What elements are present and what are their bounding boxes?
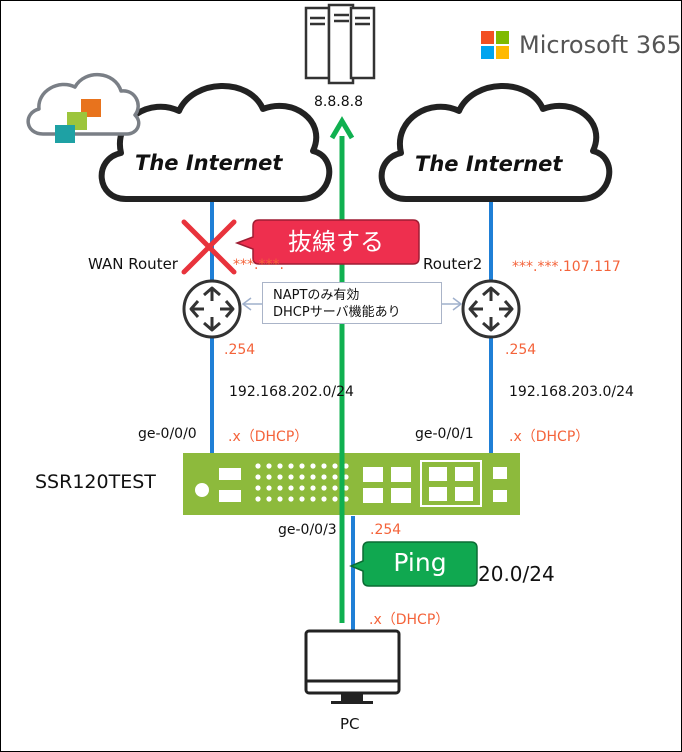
ping-callout-shape: [349, 541, 478, 587]
ssr-name: SSR120TEST: [35, 471, 156, 493]
cloud-icon: [98, 83, 333, 202]
ssr-port-dot: [266, 474, 272, 480]
ssr-port-dot: [343, 496, 349, 502]
ssr-port-dot: [277, 474, 283, 480]
port-ge-0-0-3-addr: .254: [370, 522, 402, 538]
ssr-device-icon: [183, 453, 520, 515]
ping-arrow: [329, 116, 355, 623]
cloud-label-left: The Internet: [135, 151, 283, 175]
microsoft-logo-icon: [481, 31, 509, 59]
napt-line-1: NAPTのみ有効: [273, 288, 360, 303]
ssr-port-dot: [343, 463, 349, 469]
ssr-port-dot: [321, 474, 327, 480]
cloud-icon: [378, 83, 613, 202]
port-ge-0-0-1-addr: .x（DHCP）: [509, 429, 590, 445]
router2-label: Router2: [423, 255, 483, 273]
ssr-port-dot: [255, 474, 261, 480]
ssr-port-dot: [299, 485, 305, 491]
unplug-callout: 抜線する: [288, 228, 384, 256]
pc-addr: .x（DHCP）: [369, 612, 450, 628]
port-ge-0-0-0-name: ge-0/0/0: [138, 426, 197, 442]
ssr-port-dot: [255, 463, 261, 469]
ssr-port-dot: [332, 496, 338, 502]
subnet-right: 192.168.203.0/24: [509, 384, 634, 400]
subnet-left: 192.168.202.0/24: [229, 384, 354, 400]
ssr-port-dot: [299, 474, 305, 480]
router2-lan-ip: .254: [505, 342, 537, 358]
brand-text: Microsoft 365: [519, 31, 682, 59]
ssr-port-dot: [266, 485, 272, 491]
ssr-port-dot: [277, 485, 283, 491]
ssr-port-dot: [343, 474, 349, 480]
ssr-port-dot: [266, 496, 272, 502]
port-ge-0-0-0-addr: .x（DHCP）: [228, 429, 309, 445]
ssr-port-dot: [332, 474, 338, 480]
disconnect-x-icon: [181, 219, 237, 275]
ssr-port-dot: [299, 496, 305, 502]
cloud-label-right: The Internet: [415, 152, 563, 176]
cloud-service-icon: [26, 72, 141, 143]
napt-line-2: DHCPサーバ機能あり: [273, 305, 401, 320]
monitor-icon: [304, 629, 401, 704]
ssr-port-dot: [255, 485, 261, 491]
ssr-port-dot: [321, 463, 327, 469]
ssr-port-dot: [332, 463, 338, 469]
unplug-callout-shape: [234, 219, 420, 265]
router2-wan-ip: ***.***.107.117: [512, 259, 621, 275]
server-icon: [304, 3, 376, 85]
ssr-port-dot: [310, 485, 316, 491]
ssr-port-dot: [321, 485, 327, 491]
ssr-port-dot: [255, 496, 261, 502]
wan-router-lan-ip: .254: [224, 342, 256, 358]
ssr-port-dot: [288, 474, 294, 480]
ssr-port-dot: [343, 485, 349, 491]
ssr-port-dot: [310, 496, 316, 502]
ssr-port-dot: [310, 474, 316, 480]
ssr-port-dot: [288, 496, 294, 502]
ssr-port-dot: [277, 463, 283, 469]
pc-label: PC: [340, 715, 360, 733]
ping-callout: Ping: [393, 548, 447, 577]
ssr-port-dot: [310, 463, 316, 469]
router-icon: [461, 279, 521, 339]
dns-server-label: 8.8.8.8: [314, 94, 363, 110]
ssr-port-dot: [321, 496, 327, 502]
ssr-port-dot: [299, 463, 305, 469]
ssr-port-dot: [288, 463, 294, 469]
subnet-bottom: 20.0/24: [478, 562, 555, 586]
wan-router-wan-ip: ***.***.: [233, 257, 284, 273]
napt-info-box: NAPTのみ有効 DHCPサーバ機能あり: [262, 282, 442, 324]
wan-router-label: WAN Router: [88, 255, 178, 273]
ssr-port-dot: [332, 485, 338, 491]
router-icon: [182, 279, 242, 339]
ssr-port-dot: [266, 463, 272, 469]
ssr-port-dot: [288, 485, 294, 491]
port-ge-0-0-3-name: ge-0/0/3: [278, 522, 337, 538]
ssr-port-dot: [277, 496, 283, 502]
port-ge-0-0-1-name: ge-0/0/1: [415, 426, 474, 442]
